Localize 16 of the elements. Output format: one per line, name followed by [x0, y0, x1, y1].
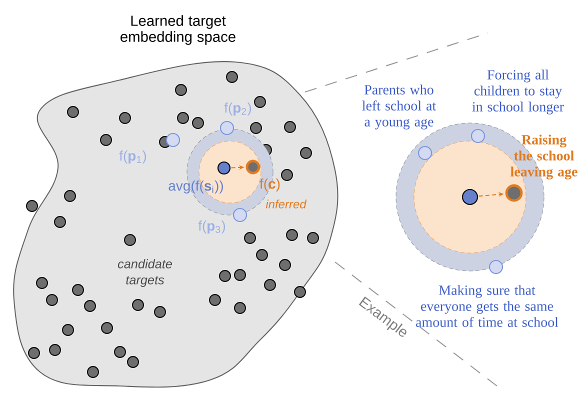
embedding-point: Raising the school leaving age: [505, 134, 578, 202]
statement-text: Forcing all children to stay in school longer: [472, 70, 564, 114]
point-label: f(p$_{2}$): [224, 102, 252, 116]
node-label: f(c): [260, 178, 280, 192]
region-label: candidate targets: [118, 259, 172, 287]
embedding-point: f(c) inferred: [246, 160, 307, 208]
heading: Learned target embedding space: [120, 15, 236, 45]
node-label: Raising the school leaving age: [510, 134, 578, 180]
node-label: avg(f(s$_{i}$)): [168, 180, 223, 194]
embedding-point: avg(f(s$_{i}$)): [168, 161, 231, 194]
point-label: f(p$_{3}$): [198, 220, 226, 234]
point-label: f(p$_{1}$): [119, 150, 146, 164]
statement-text: Making sure that everyone gets the same amount of time at school: [416, 285, 558, 327]
statement-text: Parents who left school at a young age: [362, 84, 436, 130]
node-label: inferred: [266, 200, 307, 208]
embedding-point: [462, 188, 478, 206]
